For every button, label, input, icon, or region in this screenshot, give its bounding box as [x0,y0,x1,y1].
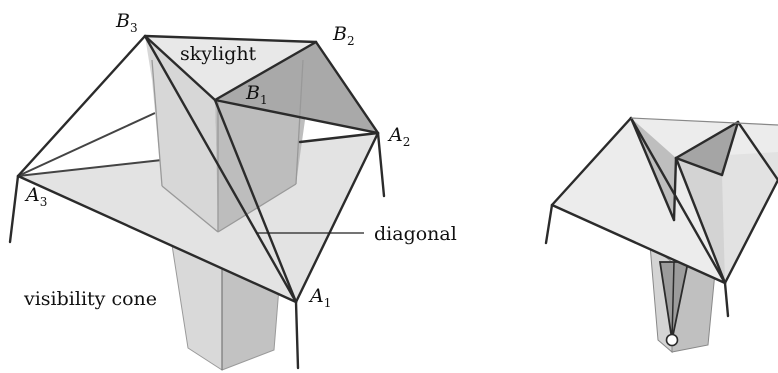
edge-b3-a3 [16,34,147,178]
edge-b3-b2 [143,34,318,44]
edge-b2-a2 [314,40,380,135]
label-a2: A2 [387,124,410,149]
label-diagonal: diagonal [374,223,457,245]
viewpoint-icon [665,333,679,347]
r-edge-8 [720,120,740,177]
edge-a1-a2 [294,131,380,304]
edge-b3-b1 [143,34,217,102]
r-edge-1 [550,116,633,207]
leg-a1 [294,300,300,370]
r-leg-left [544,203,554,245]
edge-b3-a1-diagonal [143,34,298,304]
shaft-edge-3 [295,59,304,185]
r-top-edge [630,117,778,126]
left-figure: B3 B2 B1 A2 A3 A1 skylight diagonal visi… [8,10,457,371]
edge-a2-back [298,131,380,144]
r-edge-6 [672,156,678,222]
leg-a3 [8,174,20,244]
edge-b1-a2 [213,98,380,135]
shaft-edge-5 [217,183,297,233]
label-a3: A3 [24,184,47,209]
label-skylight: skylight [180,43,257,65]
r-edge-7 [674,120,740,160]
label-a1: A1 [308,285,331,310]
right-figure [544,116,778,354]
r-edge-10 [674,156,727,285]
edge-a3-inner [17,112,156,177]
r-edge-3 [723,178,778,285]
skylight-face [145,36,316,100]
right-cone-axis [671,261,675,341]
shaft-edge-1 [151,59,163,187]
r-edge-5 [629,116,727,285]
label-b3: B3 [115,10,138,35]
r-edge-9 [674,156,724,177]
edge-a3-a1 [16,174,298,304]
label-visibility-cone: visibility cone [23,288,157,310]
label-b2: B2 [332,23,355,48]
shaft-edge-4 [161,185,219,233]
label-b1: B1 [245,82,268,107]
shaft-front-dark [215,42,378,133]
r-leg-bottom [723,281,730,318]
leg-a2 [376,131,386,198]
shaft-left-face [145,36,218,232]
edge-b1-a1 [213,98,298,304]
r-edge-11 [736,120,778,182]
right-skylight-dark [676,122,738,175]
edge-a3-back [17,159,163,177]
r-edge-4 [629,116,676,222]
edge-b1-b2 [213,40,318,102]
r-edge-2 [550,203,727,285]
